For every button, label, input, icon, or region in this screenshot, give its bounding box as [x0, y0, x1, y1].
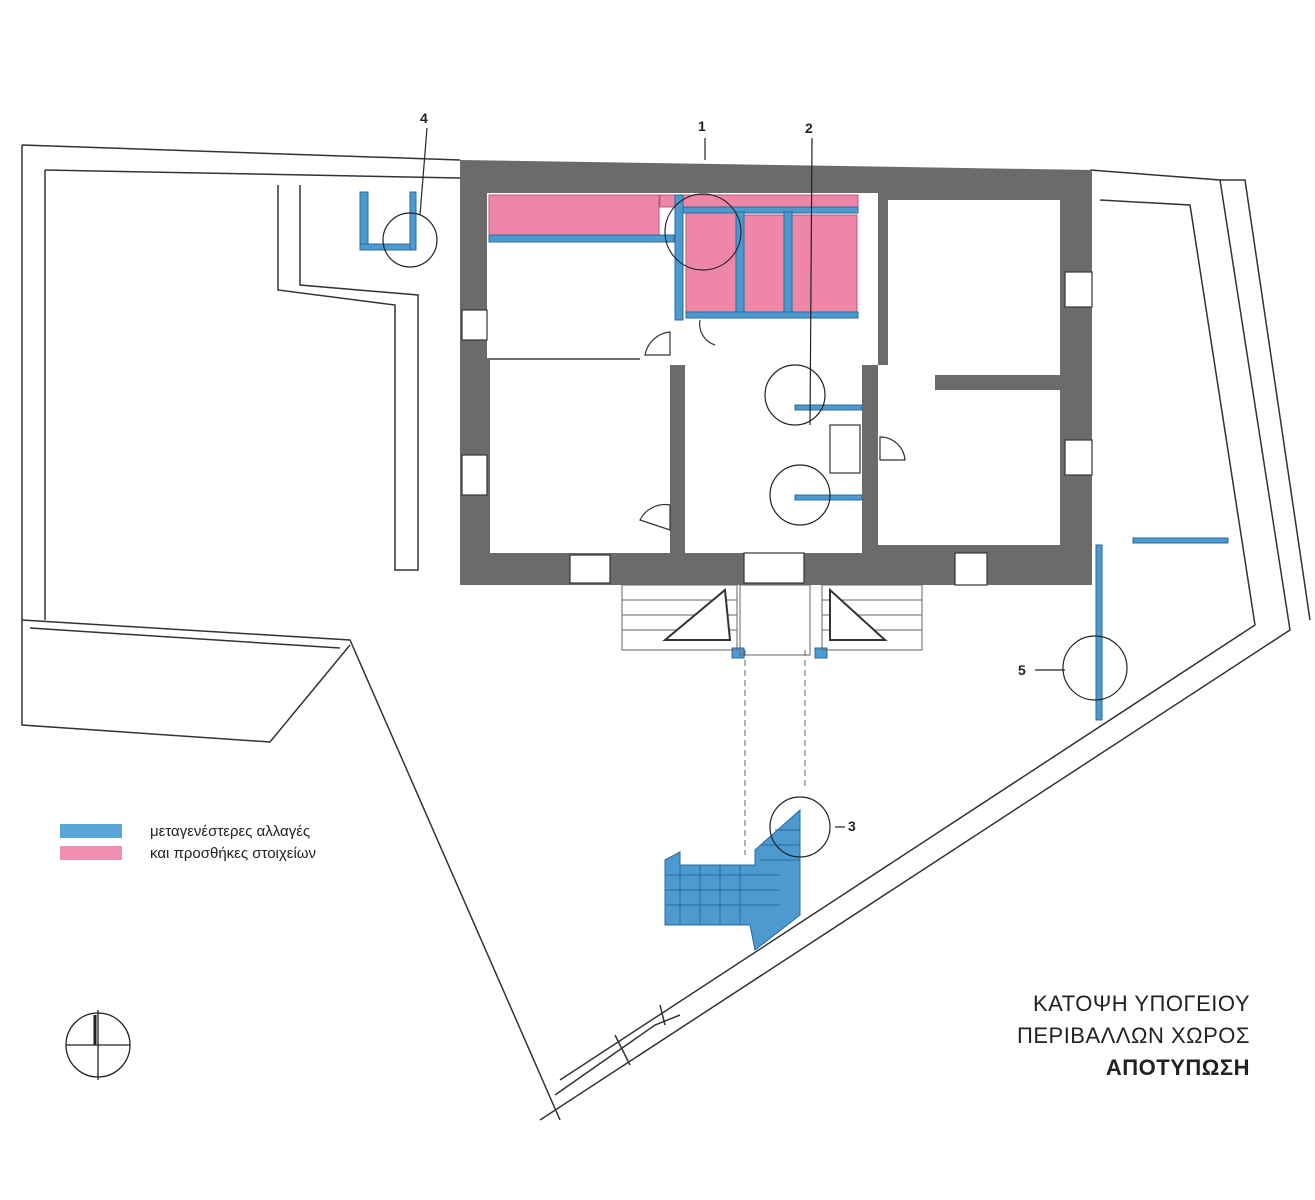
entrance-steps [621, 584, 923, 855]
callout-3: 3 [848, 818, 856, 834]
legend-label-changes: μεταγενέστερες αλλαγές [150, 822, 311, 840]
callout-5: 5 [1018, 662, 1026, 678]
legend-label-additions: και προσθήκες στοιχείων [150, 844, 316, 862]
site-boundary [21, 144, 1311, 1121]
title-line-2: ΠΕΡΙΒΑΛΛΩΝ ΧΩΡΟΣ [1016, 1023, 1250, 1048]
blue-changes [359, 191, 1229, 721]
legend-swatch-pink [60, 846, 122, 860]
title-line-1: ΚΑΤΟΨΗ ΥΠΟΓΕΙΟΥ [1032, 991, 1250, 1016]
legend-swatch-blue [60, 824, 122, 838]
detail-circles [382, 193, 1128, 858]
doors-windows [461, 271, 1093, 586]
legend-row-changes: μεταγενέστερες αλλαγές [60, 820, 316, 842]
blue-staircase [664, 808, 801, 951]
title-line-3: ΑΠΟΤΥΠΩΣΗ [1105, 1055, 1250, 1080]
callout-4: 4 [420, 110, 428, 126]
legend: μεταγενέστερες αλλαγές και προσθήκες στο… [60, 820, 316, 864]
callout-2: 2 [805, 120, 813, 136]
north-arrow-icon [65, 1010, 131, 1080]
callout-1: 1 [698, 118, 706, 134]
title-block: ΚΑΤΟΨΗ ΥΠΟΓΕΙΟΥ ΠΕΡΙΒΑΛΛΩΝ ΧΩΡΟΣ ΑΠΟΤΥΠΩ… [960, 988, 1250, 1084]
leader-lines [419, 127, 1065, 828]
legend-row-additions: και προσθήκες στοιχείων [60, 842, 316, 864]
